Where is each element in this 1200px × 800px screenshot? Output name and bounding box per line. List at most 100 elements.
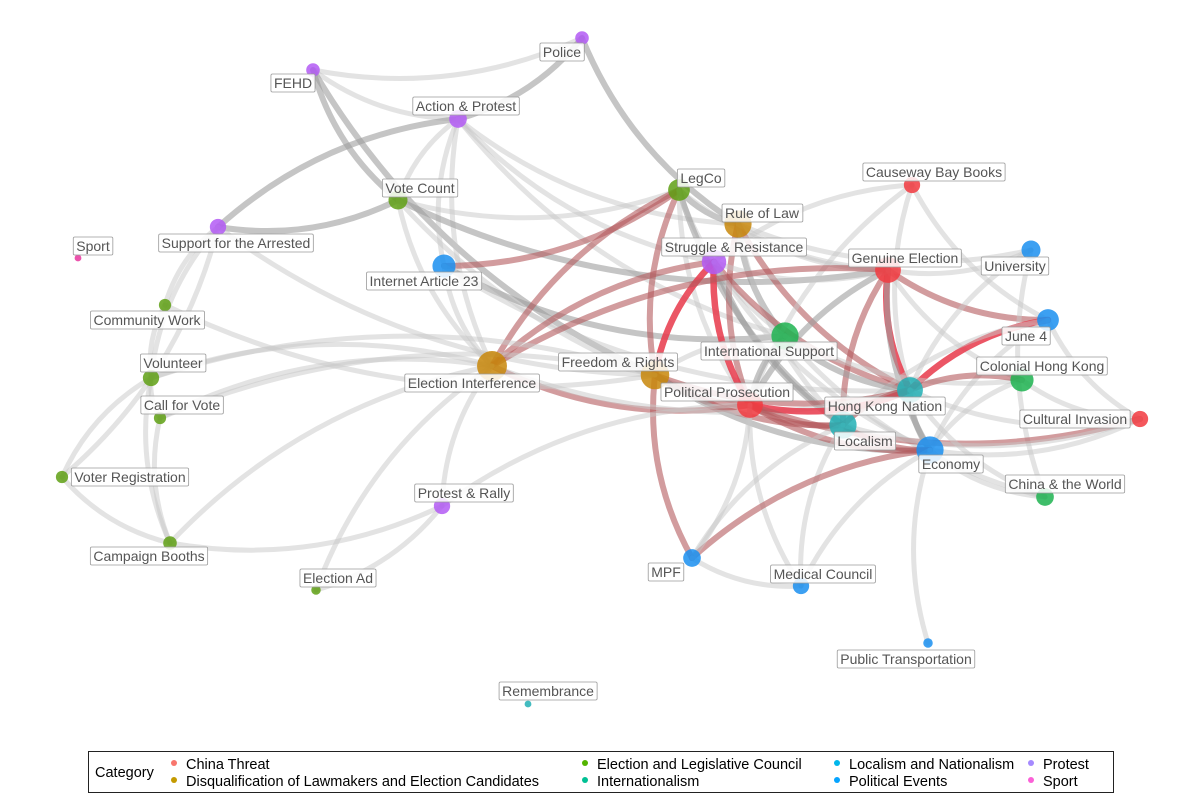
label-text-freedom: Freedom & Rights [562,354,675,370]
edge-legco-interference [489,187,682,369]
label-text-cultural: Cultural Invasion [1023,411,1127,427]
edge-arrested-community [162,224,221,308]
edge-votecount-legco [395,187,682,221]
node-callvote[interactable] [153,411,167,425]
legend: Category China Threat Disqualification o… [88,751,1114,793]
legend-label: Internationalism [597,774,700,790]
edge-fehd-freedom [310,67,658,378]
node-voterreg[interactable] [55,470,69,484]
node-volunteer[interactable] [142,369,160,387]
label-text-legco: LegCo [680,170,721,186]
label-text-china_world: China & the World [1008,476,1121,492]
legend-dot [834,760,840,767]
node-police[interactable] [575,31,589,45]
edge-interference-electionad [313,363,495,593]
label-box-freedom [558,352,678,372]
edge-genuine-interference [489,265,891,369]
label-box-voterreg [70,467,190,487]
label-text-medical: Medical Council [774,566,873,582]
node-booths[interactable] [163,536,177,550]
node-june4[interactable] [1037,309,1059,331]
label-box-community [90,310,205,330]
node-remembrance[interactable] [524,700,532,708]
label-prosecution: Political Prosecution [660,382,794,402]
label-box-police [539,42,585,62]
node-arrested[interactable] [209,218,227,236]
edge-action-interference [449,116,495,369]
label-voterreg: Voter Registration [70,467,190,487]
node-fehd[interactable] [306,63,320,77]
node-interference[interactable] [477,351,507,381]
label-box-struggle [661,237,807,257]
label-box-legco [676,168,726,188]
label-causeway: Causeway Bay Books [862,162,1006,182]
label-volunteer: Volunteer [140,353,207,373]
label-art23: Internet Article 23 [366,271,483,291]
node-hknation[interactable] [897,377,923,403]
label-booths: Campaign Booths [89,546,209,566]
label-callvote: Call for Vote [140,395,224,415]
label-text-electionad: Election Ad [303,570,373,586]
label-box-interference [404,373,540,393]
label-text-police: Police [543,44,581,60]
label-text-struggle: Struggle & Resistance [665,239,804,255]
label-text-action: Action & Protest [416,98,516,114]
label-box-callvote [140,395,224,415]
legend-label: Disqualification of Lawmakers and Electi… [186,774,540,790]
label-box-booths [89,546,209,566]
label-electionad: Election Ad [299,568,377,588]
label-arrested: Support for the Arrested [158,233,314,253]
node-electionad[interactable] [311,585,321,595]
edge-action-intlsupport [455,116,788,339]
label-text-localism: Localism [837,433,892,449]
legend-title: Category [95,765,154,781]
label-box-localism [833,431,897,451]
label-box-rulelaw [721,203,804,223]
legend-item-disqualification: Disqualification of Lawmakers and Electi… [171,774,539,791]
label-struggle: Struggle & Resistance [661,237,807,257]
label-text-sport: Sport [76,238,110,254]
label-box-medical [770,564,876,584]
legend-dot [1028,760,1034,767]
edge-causeway-june4 [909,182,1051,323]
edge-volunteer-voterreg [59,375,154,480]
edge-action-arrested [215,116,461,230]
label-box-art23 [366,271,483,291]
label-box-action [412,96,520,116]
edge-prosecution-protestrally [439,402,753,509]
node-community[interactable] [158,298,172,312]
label-genuine: Genuine Election [848,248,962,268]
label-text-colonial: Colonial Hong Kong [980,358,1105,374]
node-transport[interactable] [923,638,933,648]
label-action: Action & Protest [412,96,520,116]
label-sport: Sport [72,236,114,256]
label-june4: June 4 [1001,326,1051,346]
legend-dot [171,777,177,784]
node-sport[interactable] [74,254,82,262]
label-box-prosecution [660,382,794,402]
label-box-hknation [824,396,946,416]
label-box-june4 [1001,326,1051,346]
node-cultural[interactable] [1131,410,1149,428]
edge-arrested-votecount [215,197,401,235]
node-university[interactable] [1021,240,1041,260]
label-box-causeway [862,162,1006,182]
legend-label: Localism and Nationalism [849,757,1015,773]
legend-item-localism-nationalism: Localism and Nationalism [834,757,1014,774]
label-text-hknation: Hong Kong Nation [828,398,942,414]
legend-dot [582,760,588,767]
edge-freedom-mpf [650,372,695,561]
legend-label: Sport [1043,774,1078,790]
label-text-arrested: Support for the Arrested [162,235,311,251]
label-box-china_world [1004,474,1126,494]
label-box-mpf [647,562,685,582]
edge-causeway-hknation [892,182,915,393]
node-mpf[interactable] [683,549,701,567]
label-box-sport [72,236,114,256]
label-text-callvote: Call for Vote [144,397,220,413]
label-legco: LegCo [676,168,726,188]
label-box-electionad [299,568,377,588]
label-text-protestrally: Protest & Rally [418,485,511,501]
